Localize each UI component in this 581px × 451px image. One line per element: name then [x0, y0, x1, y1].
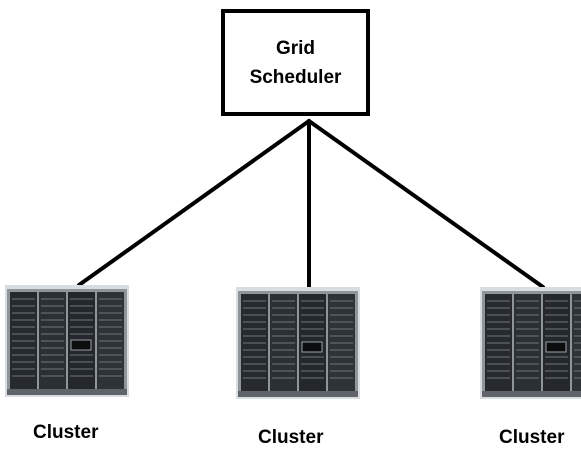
grid-scheduler-box: Grid Scheduler: [221, 9, 370, 116]
connector-line-right: [307, 119, 545, 289]
cluster-1-server-rack-icon: [4, 284, 130, 398]
cluster-3-server-rack-icon: [479, 286, 581, 400]
cluster-label-2: Cluster: [258, 427, 324, 448]
cluster-label-3: Cluster: [499, 427, 565, 448]
cluster-2-server-rack-icon: [235, 286, 361, 400]
connector-line-left: [77, 119, 311, 287]
scheduler-title-line-1: Grid: [275, 37, 316, 59]
scheduler-title-line-2: Scheduler: [249, 66, 342, 88]
connector-lines: [77, 119, 545, 289]
cluster-label-1: Cluster: [33, 422, 99, 443]
